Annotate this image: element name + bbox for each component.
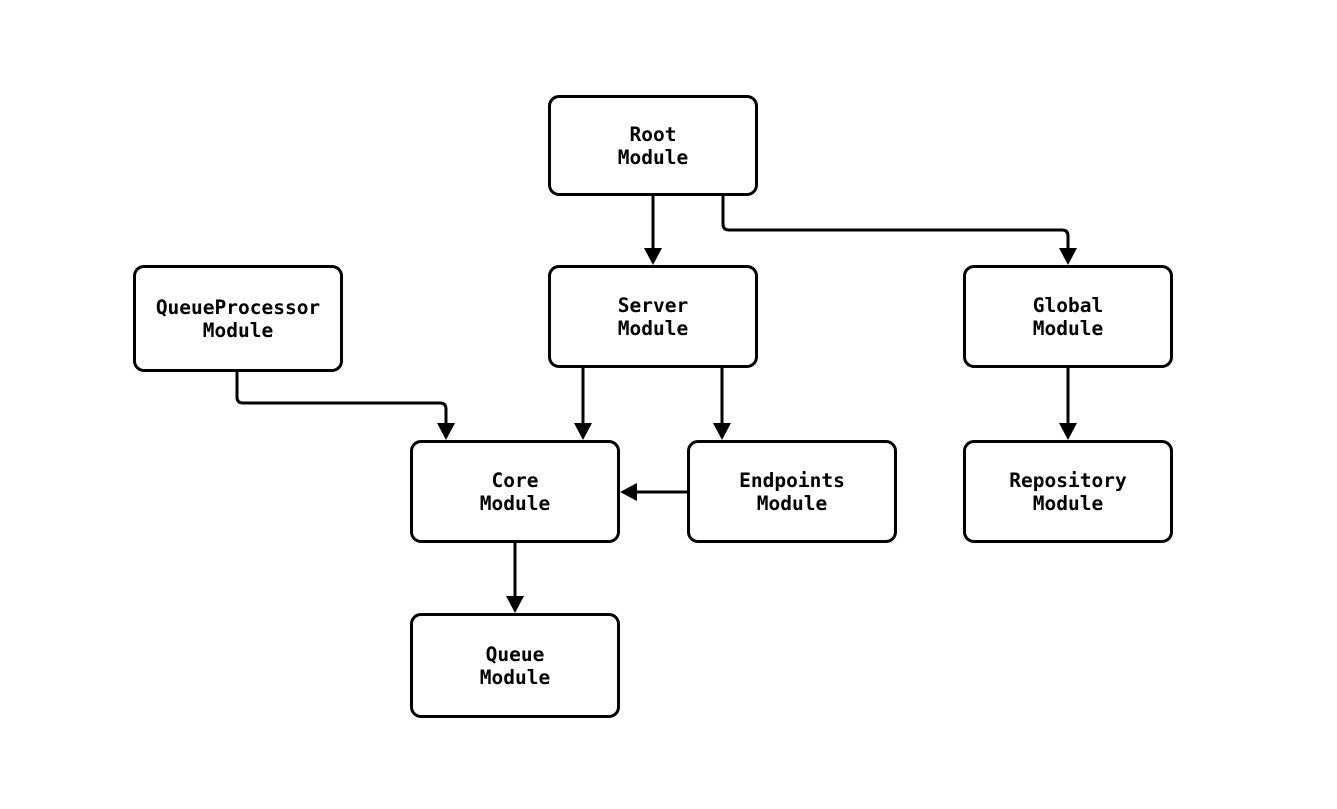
edge-queueprocessor-core [235,372,455,440]
edge-server-endpoints [713,368,731,440]
edge-root-global [721,196,1077,265]
arrowhead-queueprocessor-core [437,423,455,440]
node-label-queue: Queue Module [479,642,551,689]
arrowhead-endpoints-core [620,483,637,501]
edge-endpoints-core [620,483,687,501]
arrowhead-server-endpoints [713,423,731,440]
node-label-server: Server Module [617,293,689,340]
node-label-root: Root Module [617,122,689,169]
node-label-global: Global Module [1032,293,1104,340]
edge-root-server [644,196,662,265]
node-label-repository: Repository Module [1009,468,1127,515]
node-label-core: Core Module [479,468,551,515]
node-core[interactable]: Core Module [410,440,620,543]
node-root[interactable]: Root Module [548,95,758,196]
arrowhead-core-queue [506,596,524,613]
arrowhead-root-global [1059,248,1077,265]
edge-global-repository [1059,368,1077,440]
arrowhead-server-core [574,423,592,440]
edge-server-core [574,368,592,440]
node-server[interactable]: Server Module [548,265,758,368]
node-queue[interactable]: Queue Module [410,613,620,718]
node-queueprocessor[interactable]: QueueProcessor Module [133,265,343,372]
node-label-endpoints: Endpoints Module [739,468,845,515]
edge-core-queue [506,543,524,613]
node-repository[interactable]: Repository Module [963,440,1173,543]
arrowhead-global-repository [1059,423,1077,440]
arrowhead-root-server [644,248,662,265]
node-label-queueprocessor: QueueProcessor Module [155,295,321,342]
edge-line-queueprocessor-core [235,372,448,432]
node-endpoints[interactable]: Endpoints Module [687,440,897,543]
edge-line-root-global [721,196,1070,257]
node-global[interactable]: Global Module [963,265,1173,368]
